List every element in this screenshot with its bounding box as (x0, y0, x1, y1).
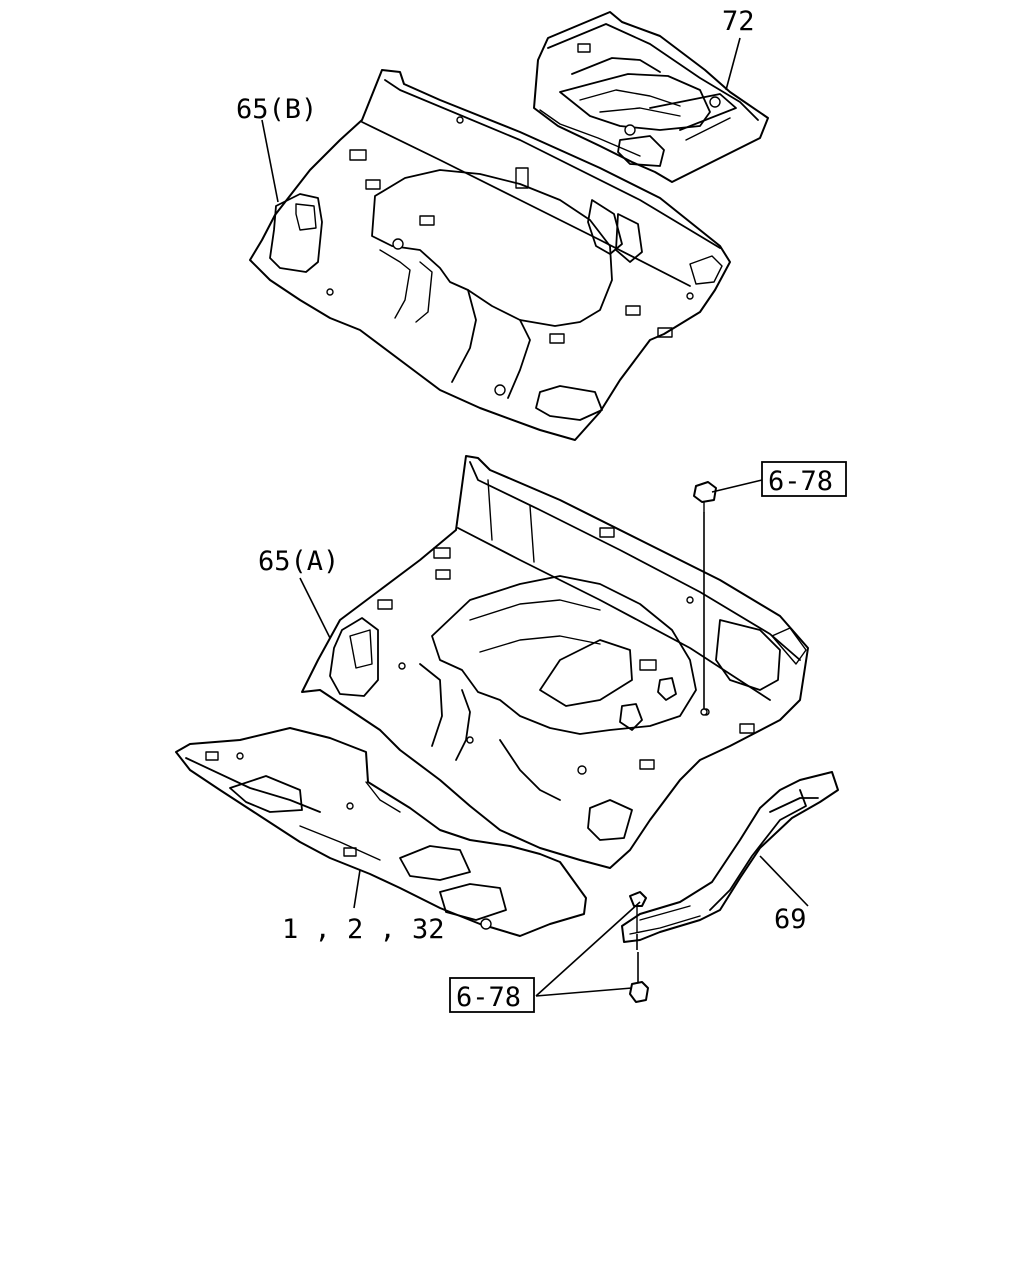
callout-69: 69 (774, 904, 807, 935)
ref-box-upper[interactable]: 6-78 (761, 461, 847, 497)
part-65b-carpet (249, 69, 731, 441)
callout-65b: 65(B) (236, 94, 317, 125)
ref-label-lower: 6-78 (456, 982, 521, 1013)
callout-65a: 65(A) (258, 546, 339, 577)
ref-box-lower[interactable]: 6-78 (449, 977, 535, 1013)
part-69-sill-plate (621, 771, 839, 943)
part-72-floor-insulator (533, 11, 769, 183)
leader-lines (261, 37, 809, 997)
ref-label-upper: 6-78 (768, 466, 833, 497)
clip-fastener-lower (629, 952, 649, 1003)
part-1-2-32-insulator (175, 727, 587, 937)
screw-fastener (629, 891, 647, 950)
callout-72: 72 (722, 6, 755, 37)
part-65a-carpet (301, 455, 809, 869)
callout-1-2-32: 1 , 2 , 32 (282, 914, 445, 945)
clip-fastener-upper (693, 481, 717, 716)
